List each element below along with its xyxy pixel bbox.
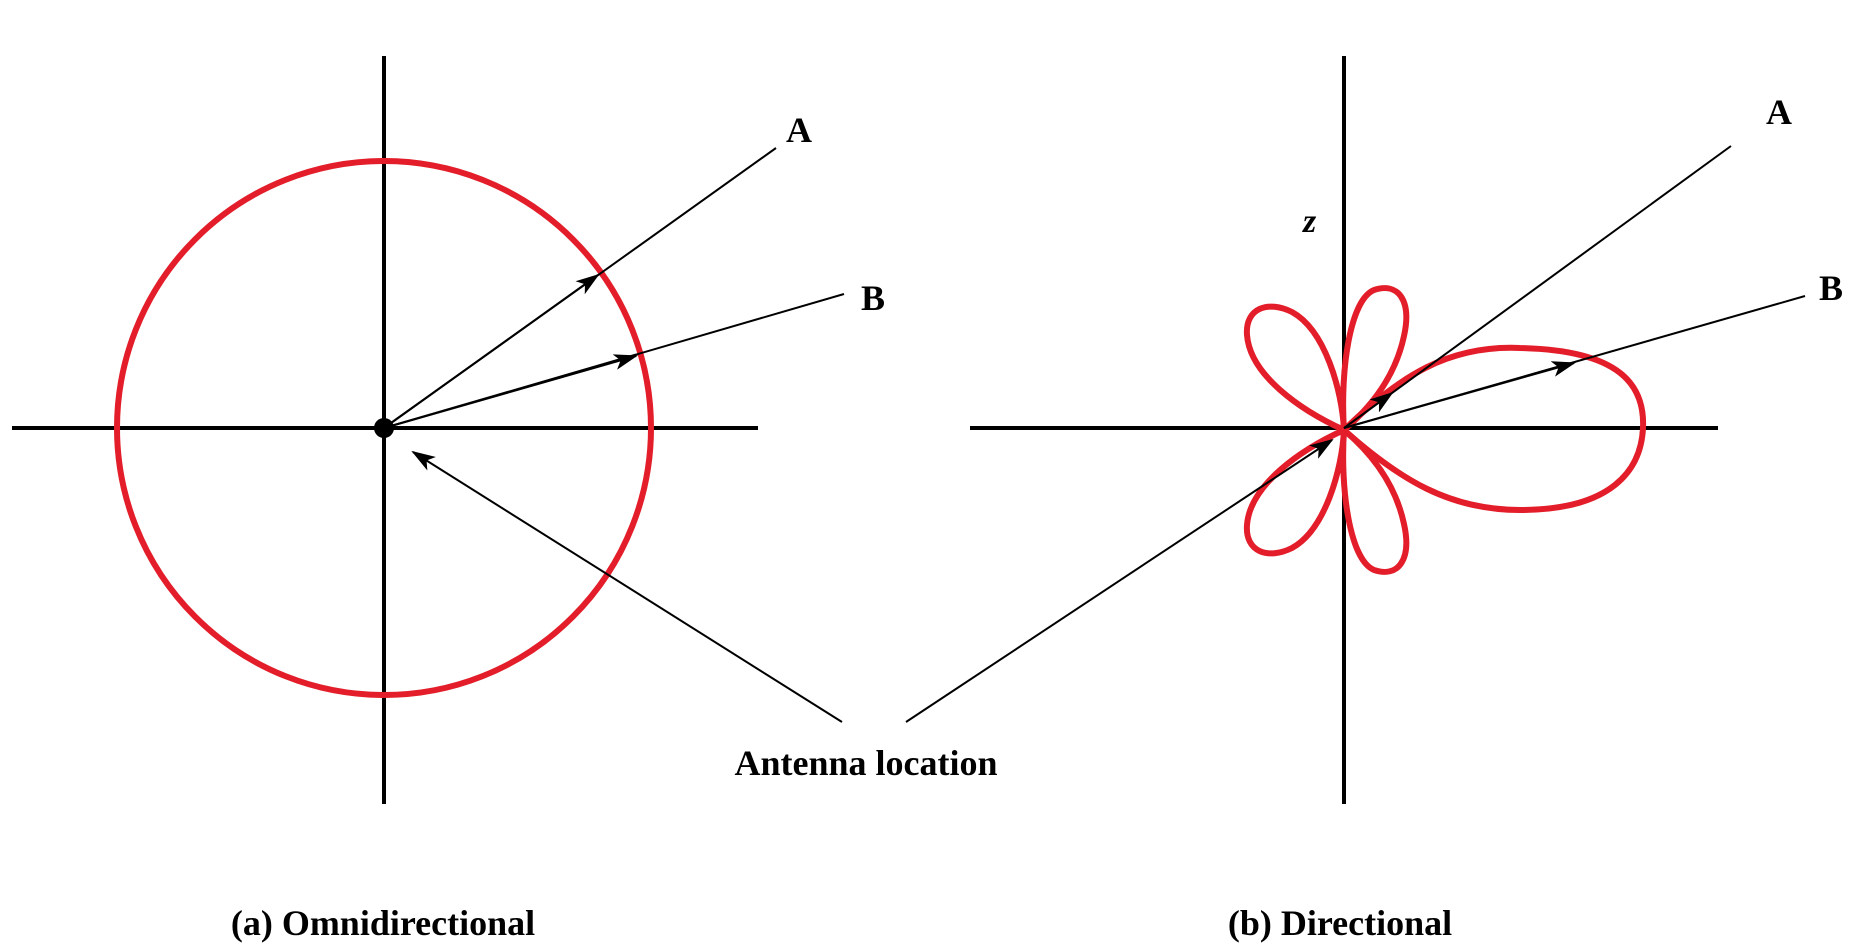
dir-side-lobe-upper-left <box>1243 303 1347 433</box>
omni-radiation-pattern <box>114 158 654 698</box>
omni-ray-b-arrow <box>383 354 638 429</box>
antenna-location-label: Antenna location <box>734 743 997 783</box>
callout-pointer-directional <box>905 438 1334 723</box>
dir-side-lobe-lower-right <box>1340 427 1410 575</box>
callout-pointer-omni <box>411 450 843 723</box>
dir-side-lobe-upper-right <box>1340 285 1410 433</box>
directional-panel: A B z (b) Directional <box>970 56 1843 943</box>
dir-ray-a-label: A <box>1766 92 1792 132</box>
omni-ray-a-label: A <box>786 110 812 150</box>
dir-ray-b-arrow <box>1343 361 1576 429</box>
dir-z-axis-label: z <box>1302 203 1317 240</box>
antenna-location-callout: Antenna location <box>411 438 1334 783</box>
dir-main-lobe <box>1341 344 1647 513</box>
omni-ray-b-label: B <box>861 278 885 318</box>
omni-ray-a-arrow <box>383 273 600 429</box>
dir-ray-a <box>1343 145 1732 429</box>
omni-antenna-dot <box>374 418 394 438</box>
dir-ray-b-label: B <box>1819 268 1843 308</box>
dir-caption: (b) Directional <box>1228 903 1452 943</box>
omni-caption: (a) Omnidirectional <box>231 903 535 943</box>
dir-ray-a-arrow <box>1343 391 1394 429</box>
omnidirectional-panel: A B (a) Omnidirectional <box>12 56 885 943</box>
dir-side-lobe-lower-left <box>1243 427 1347 557</box>
